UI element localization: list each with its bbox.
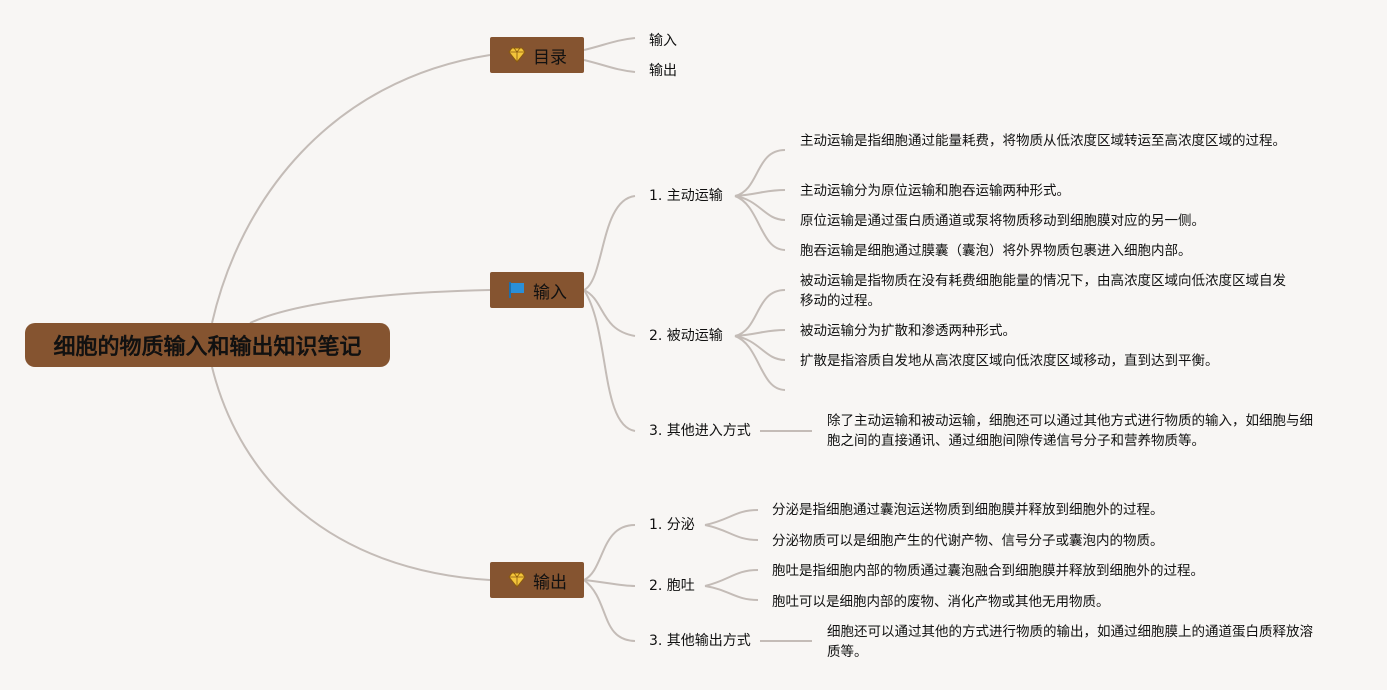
passive-detail-2: 被动运输分为扩散和渗透两种形式。	[800, 323, 1016, 339]
toc-item-output[interactable]: 输出	[649, 63, 677, 79]
root-node[interactable]: 细胞的物质输入和输出知识笔记	[25, 323, 390, 367]
branch-input-label: 输入	[533, 282, 567, 303]
exocytosis-detail-2: 胞吐可以是细胞内部的废物、消化产物或其他无用物质。	[772, 594, 1110, 610]
sub-passive-transport[interactable]: 2. 被动运输	[649, 328, 723, 344]
secretion-detail-1: 分泌是指细胞通过囊泡运送物质到细胞膜并释放到细胞外的过程。	[772, 502, 1164, 518]
active-detail-2: 主动运输分为原位运输和胞吞运输两种形式。	[800, 183, 1070, 199]
toc-item-input[interactable]: 输入	[649, 33, 677, 49]
passive-detail-1: 被动运输是指物质在没有耗费细胞能量的情况下，由高浓度区域向低浓度区域自发移动的过…	[800, 273, 1286, 309]
exocytosis-detail-1: 胞吐是指细胞内部的物质通过囊泡融合到细胞膜并释放到细胞外的过程。	[772, 563, 1204, 579]
diamond-icon	[507, 570, 527, 590]
active-detail-1: 主动运输是指细胞通过能量耗费，将物质从低浓度区域转运至高浓度区域的过程。	[800, 133, 1286, 149]
active-detail-3: 原位运输是通过蛋白质通道或泵将物质移动到细胞膜对应的另一侧。	[800, 213, 1205, 229]
secretion-detail-2: 分泌物质可以是细胞产生的代谢产物、信号分子或囊泡内的物质。	[772, 533, 1164, 549]
sub-other-input[interactable]: 3. 其他进入方式	[649, 423, 751, 439]
branch-toc[interactable]: 目录	[490, 37, 584, 73]
sub-exocytosis[interactable]: 2. 胞吐	[649, 578, 695, 594]
flag-icon	[507, 280, 527, 300]
branch-output-label: 输出	[533, 572, 567, 593]
other-input-detail: 除了主动运输和被动运输，细胞还可以通过其他方式进行物质的输入，如细胞与细胞之间的…	[827, 413, 1313, 449]
sub-secretion[interactable]: 1. 分泌	[649, 517, 695, 533]
branch-toc-label: 目录	[533, 47, 567, 68]
branch-input[interactable]: 输入	[490, 272, 584, 308]
other-output-detail: 细胞还可以通过其他的方式进行物质的输出，如通过细胞膜上的通道蛋白质释放溶质等。	[827, 624, 1313, 660]
diamond-icon	[507, 45, 527, 65]
sub-active-transport[interactable]: 1. 主动运输	[649, 188, 723, 204]
passive-detail-3: 扩散是指溶质自发地从高浓度区域向低浓度区域移动，直到达到平衡。	[800, 353, 1219, 369]
sub-other-output[interactable]: 3. 其他输出方式	[649, 633, 751, 649]
branch-output[interactable]: 输出	[490, 562, 584, 598]
root-title: 细胞的物质输入和输出知识笔记	[53, 335, 362, 360]
active-detail-4: 胞吞运输是细胞通过膜囊（囊泡）将外界物质包裹进入细胞内部。	[800, 243, 1192, 259]
